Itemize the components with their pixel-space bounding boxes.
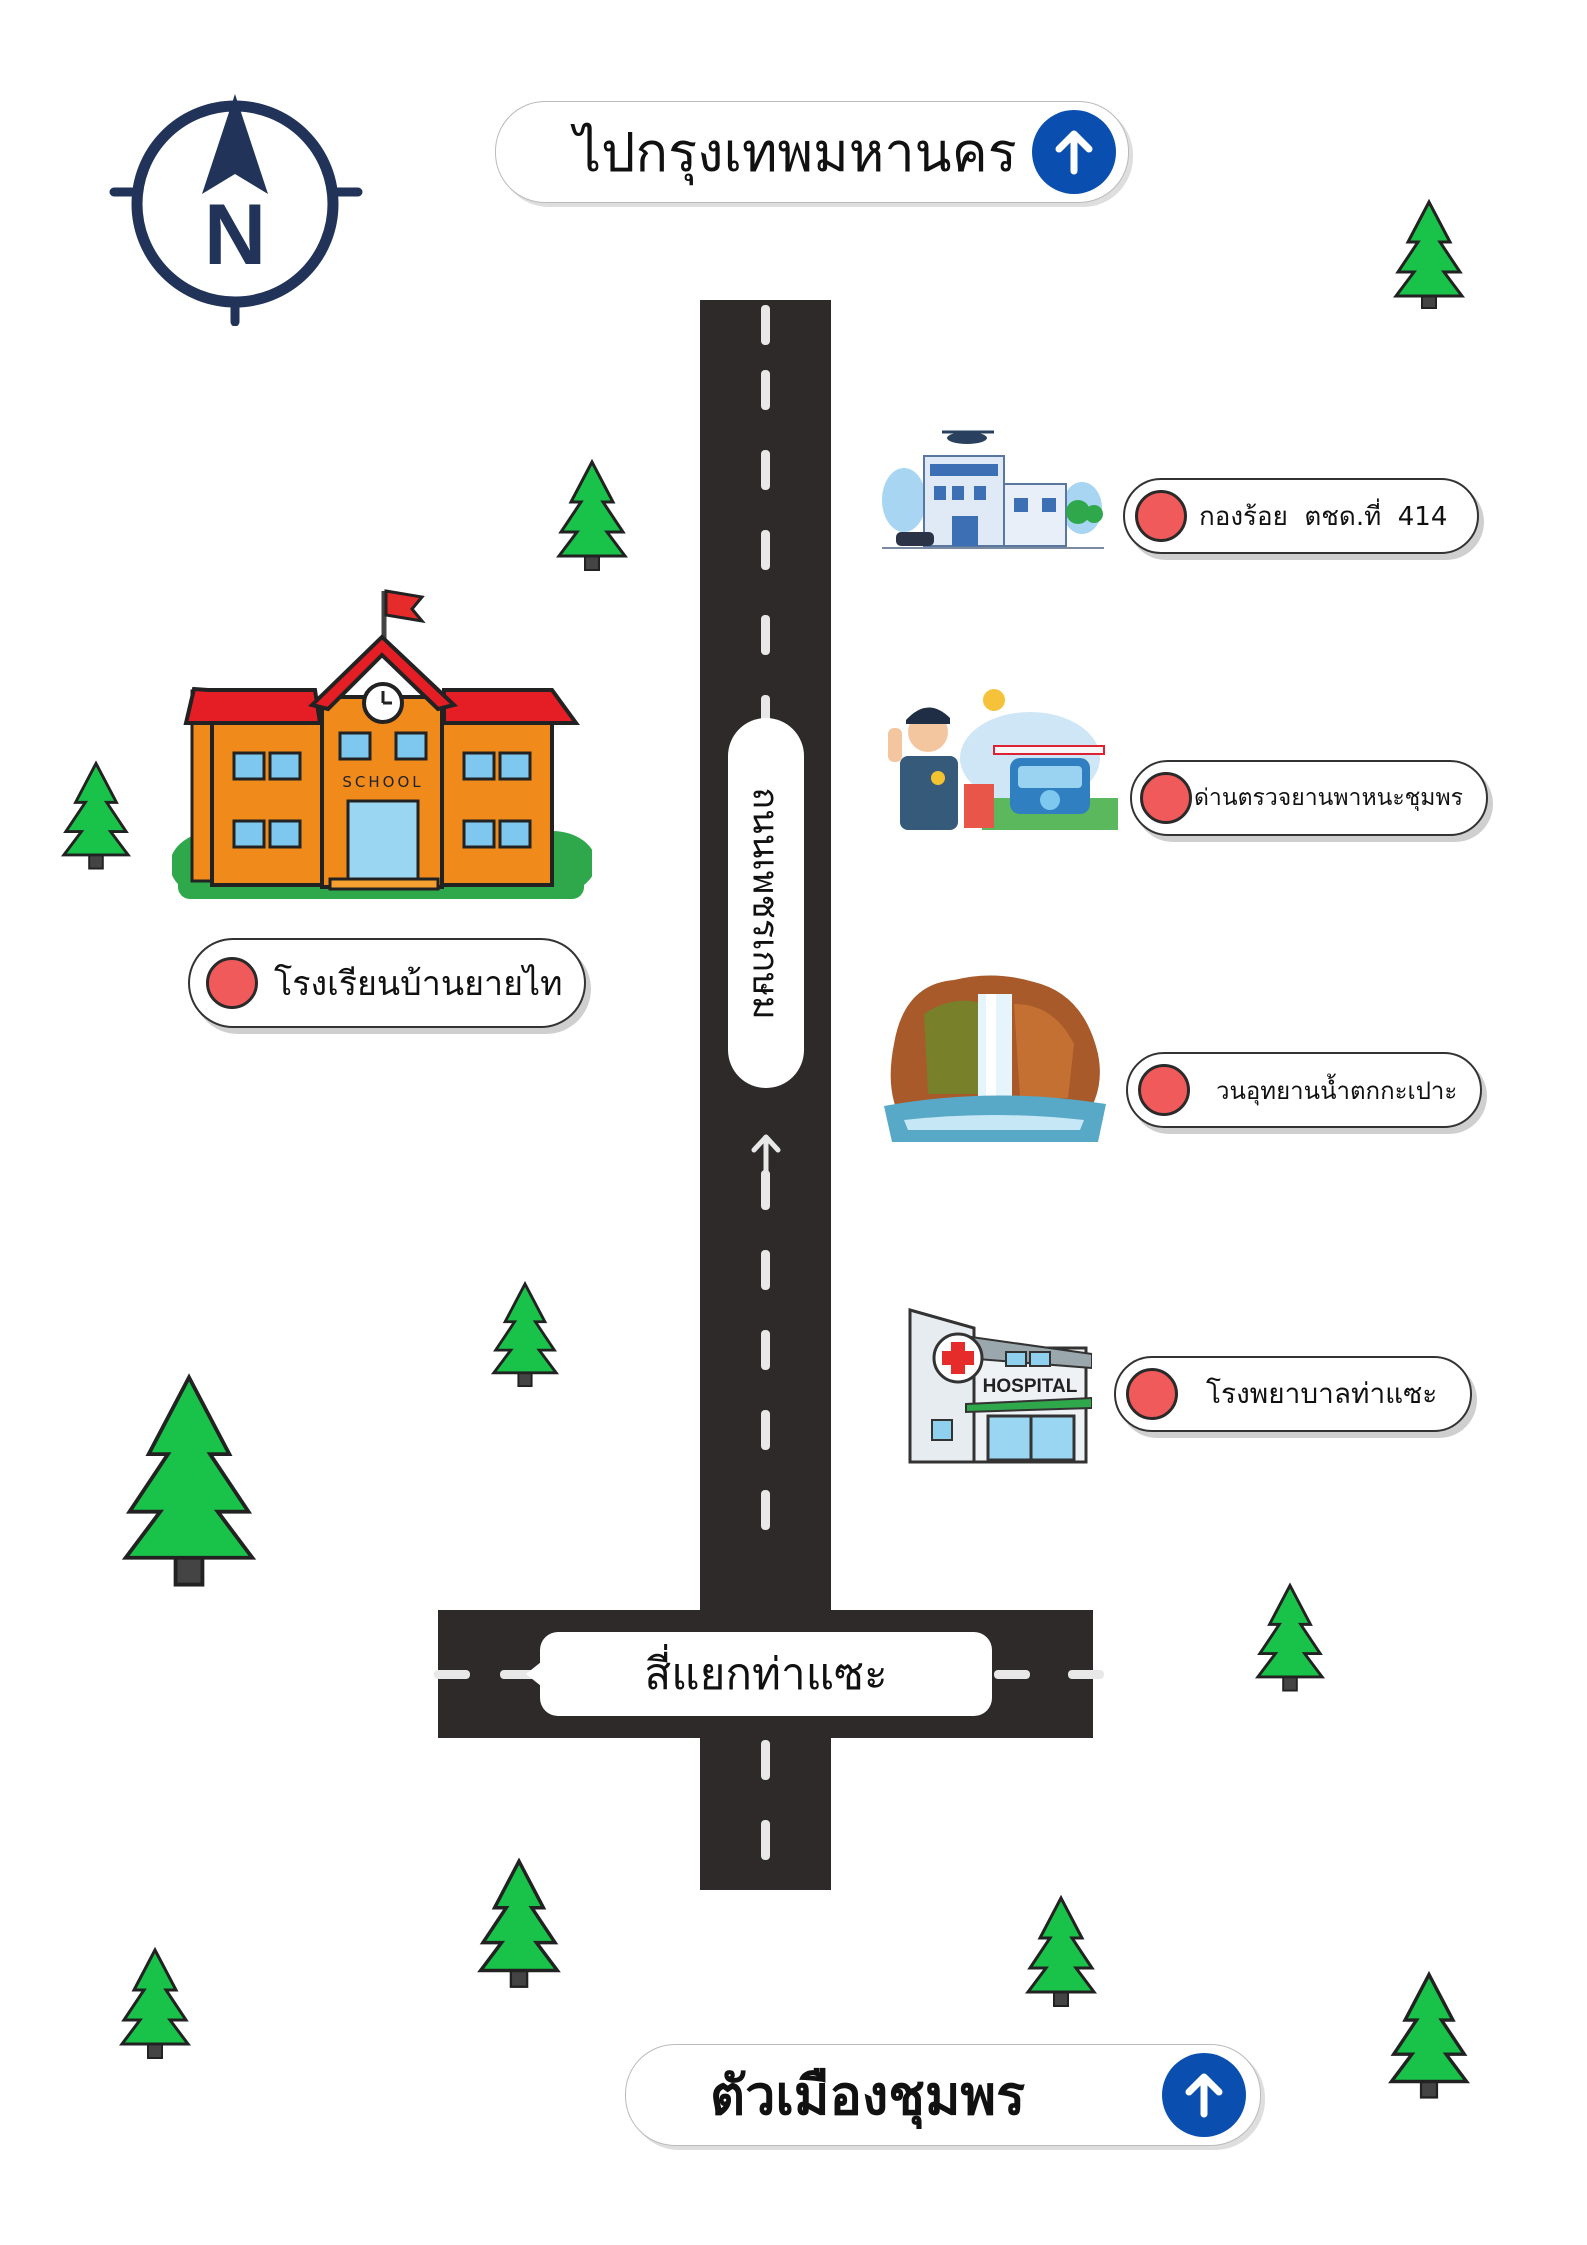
road-name-sign: ถนนเพชรเกษม [728,718,804,1088]
sign-to-bangkok: ไปกรุงเทพมหานคร [495,101,1129,203]
school-sign-text: SCHOOL [342,773,423,791]
place-label: วนอุทยานน้ำตกกะเปาะ [1216,1076,1458,1105]
hospital-icon: HOSPITAL [908,1308,1092,1464]
road-dash [761,615,770,655]
junction-label: สี่แยกท่าแซะ [644,1649,888,1700]
location-marker-icon [1135,490,1187,542]
road-name-label: ถนนเพชรเกษม [744,786,786,1020]
tree-icon [556,458,628,571]
direction-arrow-icon [751,1134,781,1176]
place-label: กองร้อย ตชด.ที่ 414 [1199,501,1448,532]
road-dash [1068,1670,1104,1679]
tree-icon [60,760,132,870]
road-dash [761,1170,770,1210]
place-pill-waterfall: วนอุทยานน้ำตกกะเปาะ [1126,1052,1482,1128]
sign-label: ตัวเมืองชุมพร [710,2064,1026,2127]
place-label: ด่านตรวจยานพาหนะชุมพร [1194,785,1463,811]
place-pill-police: กองร้อย ตชด.ที่ 414 [1123,478,1479,554]
sign-to-chumphon: ตัวเมืองชุมพร [625,2044,1261,2146]
road-dash [761,1740,770,1780]
road-dash [761,1330,770,1370]
tree-icon [119,1946,191,2059]
waterfall-icon [884,975,1106,1142]
police-station-icon [882,430,1104,549]
compass-north-icon: N [109,94,363,326]
road-dash [761,1820,770,1860]
tree-icon [1254,1582,1326,1692]
school-building-icon: SCHOOL [172,589,592,899]
junction-sign: สี่แยกท่าแซะ [526,1632,992,1716]
tree-icon [1388,1970,1470,2099]
road-dash [761,370,770,410]
tree-icon [1393,198,1465,309]
location-marker-icon [1140,772,1192,824]
road-dash [761,1410,770,1450]
compass-letter: N [204,187,266,283]
road-dash [994,1670,1030,1679]
road-dash [761,1250,770,1290]
school-label-pill: โรงเรียนบ้านยายไท [188,938,586,1028]
place-label: โรงพยาบาลท่าแซะ [1206,1377,1438,1410]
location-marker-icon [1126,1368,1178,1420]
hospital-sign-text: HOSPITAL [983,1376,1078,1397]
road-dash [500,1670,536,1679]
road-dash [761,1490,770,1530]
location-marker-icon [1138,1064,1190,1116]
school-label: โรงเรียนบ้านยายไท [274,964,563,1004]
road-dash [761,305,770,345]
arrow-up-icon [1162,2053,1246,2137]
place-pill-hospital: โรงพยาบาลท่าแซะ [1114,1356,1472,1432]
place-pill-checkpoint: ด่านตรวจยานพาหนะชุมพร [1130,760,1488,836]
tree-icon [477,1857,561,1988]
sign-label: ไปกรุงเทพมหานคร [574,121,1017,184]
tree-icon [1025,1894,1097,2007]
road-dash [761,695,770,735]
road-dash [434,1670,470,1679]
tree-icon [121,1373,257,1587]
junction-pointer [526,1658,546,1690]
tree-icon [490,1280,560,1388]
road-dash [761,530,770,570]
road-dash [761,450,770,490]
location-marker-icon [206,957,258,1009]
arrow-up-icon [1032,110,1116,194]
checkpoint-icon [888,689,1118,830]
